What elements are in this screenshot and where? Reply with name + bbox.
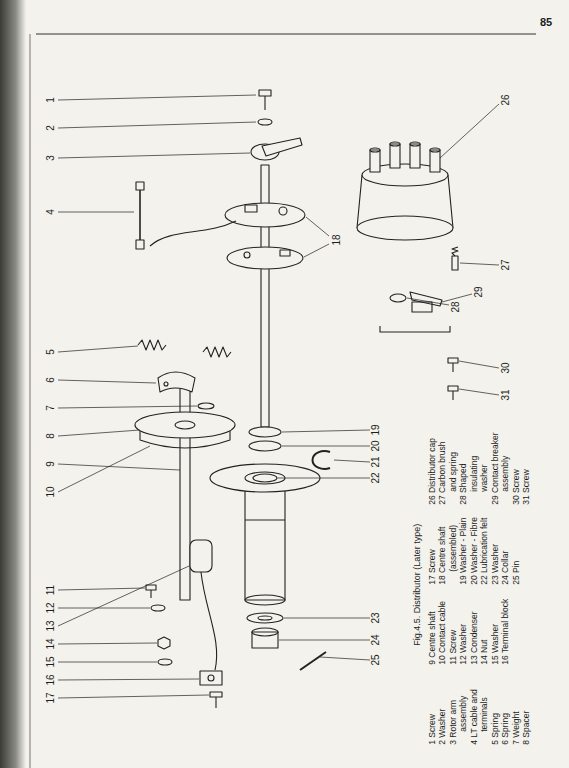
parts-key-entry: 6 Spring xyxy=(500,668,511,745)
parts-key-entry: 1 Screw xyxy=(427,668,438,745)
parts-key-entry: 3 Rotor arm assembly xyxy=(448,668,469,745)
parts-key-entry: 7 Weight xyxy=(511,668,522,745)
callout-number: 25 xyxy=(370,653,381,666)
parts-key-entry: 14 Nut xyxy=(479,588,490,665)
callout-number: 2 xyxy=(45,124,56,132)
callout-number: 26 xyxy=(500,93,511,106)
parts-key-entry: 9 Centre shaft xyxy=(427,588,438,665)
parts-key-entry: 24 Collar xyxy=(500,508,511,585)
parts-key-entry: 2 Washer xyxy=(437,668,448,745)
callout-number: 28 xyxy=(450,300,461,313)
parts-key-entry: 4 LT cable and terminals xyxy=(469,668,490,745)
parts-key-entry: 31 Screw xyxy=(521,428,532,505)
callout-number: 11 xyxy=(45,584,56,596)
parts-key-column: 1 Screw2 Washer3 Rotor arm assembly4 LT … xyxy=(427,665,532,745)
callout-number: 31 xyxy=(500,388,511,401)
parts-key-entry: 25 Pin xyxy=(511,508,522,585)
callout-number: 27 xyxy=(500,258,511,271)
parts-key-entry: 17 Screw xyxy=(427,508,438,585)
parts-key-column: 17 Screw18 Centre shaft (assembled)19 Wa… xyxy=(427,505,532,585)
parts-key-entry: 13 Condenser xyxy=(469,588,480,665)
parts-key-entry: 15 Washer xyxy=(490,588,501,665)
parts-key-entry: 23 Washer xyxy=(490,508,501,585)
parts-key-entry: 20 Washer - Fibre xyxy=(469,508,480,585)
parts-key-entry: 28 Shaped insulating washer xyxy=(458,428,490,505)
callout-number: 12 xyxy=(45,601,56,614)
parts-key-column: 9 Centre shaft10 Contact cable11 Screw12… xyxy=(427,585,532,665)
callout-number: 22 xyxy=(370,471,381,484)
parts-key-entry: 5 Spring xyxy=(490,668,501,745)
parts-key-entry: 10 Contact cable xyxy=(437,588,448,665)
parts-key-entry: 16 Terminal block xyxy=(500,588,511,665)
callout-number: 13 xyxy=(45,619,56,632)
callout-number: 30 xyxy=(500,361,511,374)
callout-number: 6 xyxy=(45,376,56,384)
callout-number: 7 xyxy=(45,404,56,412)
parts-key-entry: 12 Washer xyxy=(458,588,469,665)
callout-number: 4 xyxy=(45,208,56,216)
callout-number: 20 xyxy=(370,439,381,452)
parts-key-entry: 18 Centre shaft (assembled) xyxy=(437,508,458,585)
callout-number: 10 xyxy=(45,485,56,498)
callout-number: 9 xyxy=(45,460,56,468)
callout-number: 23 xyxy=(370,611,381,624)
callout-number: 21 xyxy=(370,455,381,468)
parts-key-columns: 1 Screw2 Washer3 Rotor arm assembly4 LT … xyxy=(427,425,532,745)
callout-number: 29 xyxy=(473,285,484,298)
callout-number: 5 xyxy=(45,348,56,356)
callout-number: 8 xyxy=(45,432,56,440)
callout-number: 15 xyxy=(45,655,56,668)
parts-key: Fig.4.5. Distributor (Later type) 1 Screw… xyxy=(412,425,532,745)
callout-number: 18 xyxy=(331,233,342,246)
parts-key-entry: 27 Carbon brush and spring xyxy=(437,428,458,505)
parts-key-entry: 29 Contact breaker assembly xyxy=(490,428,511,505)
parts-key-column: 26 Distributor cap27 Carbon brush and sp… xyxy=(427,425,532,505)
parts-key-entry: 26 Distributor cap xyxy=(427,428,438,505)
page-number: 85 xyxy=(540,16,552,28)
parts-key-entry: 19 Washer - Plain xyxy=(458,508,469,585)
callout-number: 19 xyxy=(370,423,381,436)
callout-number: 16 xyxy=(45,673,56,686)
figure-caption: Fig.4.5. Distributor (Later type) xyxy=(412,425,423,745)
parts-key-entry: 30 Screw xyxy=(511,428,522,505)
callout-number: 1 xyxy=(45,96,56,104)
parts-key-entry: 11 Screw xyxy=(448,588,459,665)
callout-number: 24 xyxy=(370,633,381,646)
callout-number: 14 xyxy=(45,637,56,650)
parts-key-entry: 22 Lubrication felt xyxy=(479,508,490,585)
callout-number: 3 xyxy=(45,154,56,162)
parts-key-entry: 8 Spacer xyxy=(521,668,532,745)
callout-number: 17 xyxy=(45,691,56,704)
